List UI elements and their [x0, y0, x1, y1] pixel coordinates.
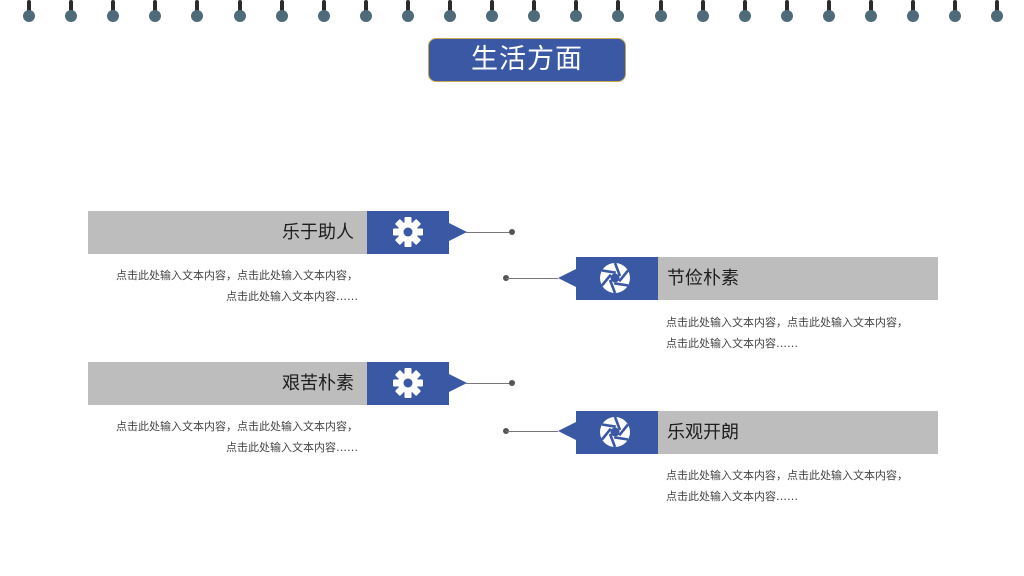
desc-line: 点击此处输入文本内容…… [226, 290, 358, 303]
binder-ring [990, 0, 1004, 24]
connector-line [506, 278, 558, 279]
binder-ring [948, 0, 962, 24]
icon-box [576, 411, 658, 454]
aperture-icon [600, 416, 630, 448]
binder-ring [738, 0, 752, 24]
connector-line [506, 431, 558, 432]
binder-ring [190, 0, 204, 24]
binder-ring [317, 0, 331, 24]
item-label: 节俭朴素 [667, 268, 739, 289]
desc-line: 点击此处输入文本内容…… [666, 490, 798, 503]
desc-line: 点击此处输入文本内容，点击此处输入文本内容， [666, 316, 908, 329]
binder-ring [233, 0, 247, 24]
desc-line: 点击此处输入文本内容，点击此处输入文本内容， [666, 469, 908, 482]
icon-box [576, 257, 658, 300]
binder-ring [106, 0, 120, 24]
item-description: 点击此处输入文本内容，点击此处输入文本内容， 点击此处输入文本内容…… [666, 312, 936, 354]
binder-ring [275, 0, 289, 24]
item-bar-optimistic: 乐观开朗 [658, 411, 938, 454]
binder-ring [906, 0, 920, 24]
connector-line [466, 383, 512, 384]
binder-ring [780, 0, 794, 24]
item-bar-helpful: 乐于助人 [88, 211, 368, 254]
pointer-arrow [449, 223, 467, 241]
item-description: 点击此处输入文本内容，点击此处输入文本内容， 点击此处输入文本内容…… [88, 265, 358, 307]
desc-line: 点击此处输入文本内容…… [666, 337, 798, 350]
pointer-arrow [449, 374, 467, 392]
binder-ring [696, 0, 710, 24]
page-title: 生活方面 [428, 38, 626, 82]
item-description: 点击此处输入文本内容，点击此处输入文本内容， 点击此处输入文本内容…… [88, 416, 358, 458]
item-label: 乐观开朗 [667, 422, 739, 443]
binder-ring [22, 0, 36, 24]
icon-box [367, 211, 449, 254]
desc-line: 点击此处输入文本内容…… [226, 441, 358, 454]
item-bar-frugal: 节俭朴素 [658, 257, 938, 300]
binder-ring [148, 0, 162, 24]
pointer-arrow [558, 422, 576, 440]
binder-ring [864, 0, 878, 24]
binder-ring [822, 0, 836, 24]
item-bar-hardworking: 艰苦朴素 [88, 362, 368, 405]
binder-ring [485, 0, 499, 24]
aperture-icon [600, 262, 630, 294]
pointer-arrow [558, 269, 576, 287]
item-label: 乐于助人 [282, 222, 354, 243]
binder-ring [654, 0, 668, 24]
binder-ring [359, 0, 373, 24]
gear-icon [393, 368, 423, 398]
binder-ring [569, 0, 583, 24]
connector-dot [509, 380, 515, 386]
binder-ring [611, 0, 625, 24]
binder-ring [401, 0, 415, 24]
connector-dot [509, 229, 515, 235]
binder-ring [443, 0, 457, 24]
desc-line: 点击此处输入文本内容，点击此处输入文本内容， [116, 420, 358, 433]
binder-ring [527, 0, 541, 24]
item-description: 点击此处输入文本内容，点击此处输入文本内容， 点击此处输入文本内容…… [666, 465, 936, 507]
icon-box [367, 362, 449, 405]
gear-icon [393, 217, 423, 247]
desc-line: 点击此处输入文本内容，点击此处输入文本内容， [116, 269, 358, 282]
binder-rings [0, 0, 1024, 26]
item-label: 艰苦朴素 [282, 373, 354, 394]
binder-ring [64, 0, 78, 24]
connector-line [466, 232, 512, 233]
